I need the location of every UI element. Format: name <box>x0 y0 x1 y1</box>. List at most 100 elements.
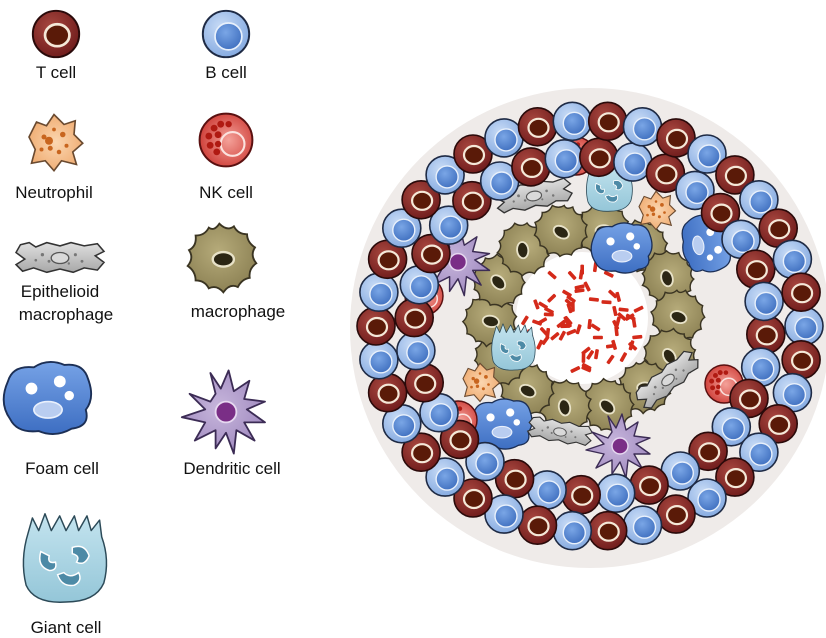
necrotic-fragment <box>575 324 582 335</box>
necrotic-core <box>516 252 648 384</box>
necrotic-fragment <box>574 288 585 294</box>
necrotic-fragment <box>612 305 618 317</box>
necrotic-fragment <box>615 291 622 302</box>
necrotic-fragment <box>537 317 548 325</box>
necrotic-fragment <box>628 342 638 351</box>
t-cell <box>510 146 552 187</box>
legend-item-foam-cell: Foam cell <box>2 360 99 478</box>
legend-label-nk-cell: NK cell <box>199 183 253 202</box>
b-cell <box>359 272 399 313</box>
b-cell <box>552 101 593 142</box>
t-cell <box>517 106 558 147</box>
t-cell <box>367 372 408 413</box>
legend-label-dendritic-cell: Dendritic cell <box>183 459 280 478</box>
necrotic-fragment <box>541 335 550 346</box>
necrotic-fragment <box>521 315 529 326</box>
legend-label-t-cell: T cell <box>36 63 76 82</box>
necrotic-fragment <box>615 316 621 327</box>
necrotic-fragment <box>603 270 614 278</box>
t-cell <box>587 510 628 551</box>
necrotic-fragment <box>566 328 577 336</box>
necrotic-fragment <box>544 306 554 315</box>
necrotic-fragment <box>583 281 591 292</box>
necrotic-fragment <box>611 339 617 350</box>
necrotic-fragment <box>533 299 540 310</box>
necrotic-fragment <box>558 330 566 341</box>
foam-cell <box>470 398 533 450</box>
b-cell <box>772 239 813 280</box>
necrotic-fragment <box>581 365 592 373</box>
t-cell <box>587 101 628 142</box>
necrotic-fragment <box>550 332 560 341</box>
necrotic-fragment <box>547 293 557 303</box>
b-cell <box>484 118 524 158</box>
legend: T cell B cell Neutrophil NK cell Epithel… <box>2 9 286 637</box>
neutrophil <box>462 362 501 403</box>
t-cell <box>578 137 619 178</box>
t-cell <box>355 305 397 347</box>
legend-item-t-cell: T cell <box>31 9 81 82</box>
necrotic-fragment <box>619 352 628 362</box>
legend-item-epithelioid-macrophage: Epithelioid macrophage <box>15 241 114 324</box>
necrotic-fragment <box>556 319 566 328</box>
t-cell <box>780 272 822 313</box>
necrotic-fragment <box>561 323 572 328</box>
necrotic-fragment <box>586 350 595 360</box>
legend-item-b-cell: B cell <box>201 9 251 82</box>
necrotic-fragment <box>543 312 554 317</box>
b-cell <box>784 306 824 346</box>
necrotic-fragment <box>580 264 585 275</box>
giant-cell <box>491 323 536 371</box>
necrotic-fragment <box>608 289 618 299</box>
legend-label-foam-cell: Foam cell <box>25 459 99 478</box>
legend-item-dendritic-cell: Dendritic cell <box>180 369 281 478</box>
necrotic-fragment <box>574 284 585 290</box>
necrotic-fragment <box>606 354 615 365</box>
necrotic-fragment <box>618 307 629 312</box>
necrotic-fragment <box>570 366 581 373</box>
b-cell <box>744 281 784 322</box>
legend-label-b-cell: B cell <box>205 63 247 82</box>
necrotic-fragment <box>592 335 603 340</box>
legend-item-giant-cell: Giant cell <box>22 513 108 637</box>
necrotic-fragment <box>562 289 572 298</box>
legend-item-neutrophil: Neutrophil <box>15 113 93 202</box>
t-cell <box>628 465 670 506</box>
t-cell <box>561 474 602 515</box>
legend-label-giant-cell: Giant cell <box>31 618 102 637</box>
b-cell <box>622 505 663 546</box>
necrotic-fragment <box>564 298 574 307</box>
neutrophil <box>638 190 677 231</box>
b-cell <box>359 339 399 380</box>
t-cell <box>394 297 435 338</box>
necrotic-fragment <box>633 305 644 313</box>
necrotic-fragment <box>566 303 573 314</box>
necrotic-fragment <box>567 270 577 280</box>
legend-item-macrophage: macrophage <box>186 222 286 321</box>
necrotic-fragment <box>581 352 586 363</box>
legend-label-epithelioid-2: macrophage <box>19 305 114 324</box>
necrotic-fragment <box>625 313 636 321</box>
legend-label-macrophage: macrophage <box>191 302 286 321</box>
t-cell <box>517 505 558 546</box>
t-cell <box>655 493 697 535</box>
necrotic-fragment <box>601 300 612 305</box>
necrotic-fragment <box>594 349 599 360</box>
necrotic-fragment <box>632 334 643 340</box>
necrotic-fragment <box>588 297 599 302</box>
legend-label-epithelioid: Epithelioid <box>21 282 99 301</box>
necrotic-fragment <box>545 327 551 339</box>
b-cell <box>595 473 636 514</box>
b-cell <box>622 107 663 147</box>
necrotic-fragment <box>547 270 557 280</box>
necrotic-fragment <box>566 295 576 303</box>
necrotic-fragment <box>617 312 627 321</box>
foam-cell <box>590 222 653 274</box>
necrotic-fragment <box>614 326 619 337</box>
legend-item-nk-cell: NK cell <box>198 112 254 202</box>
b-cell <box>544 139 585 179</box>
necrotic-fragment <box>587 319 592 330</box>
granuloma <box>350 88 826 568</box>
t-cell <box>780 339 822 380</box>
